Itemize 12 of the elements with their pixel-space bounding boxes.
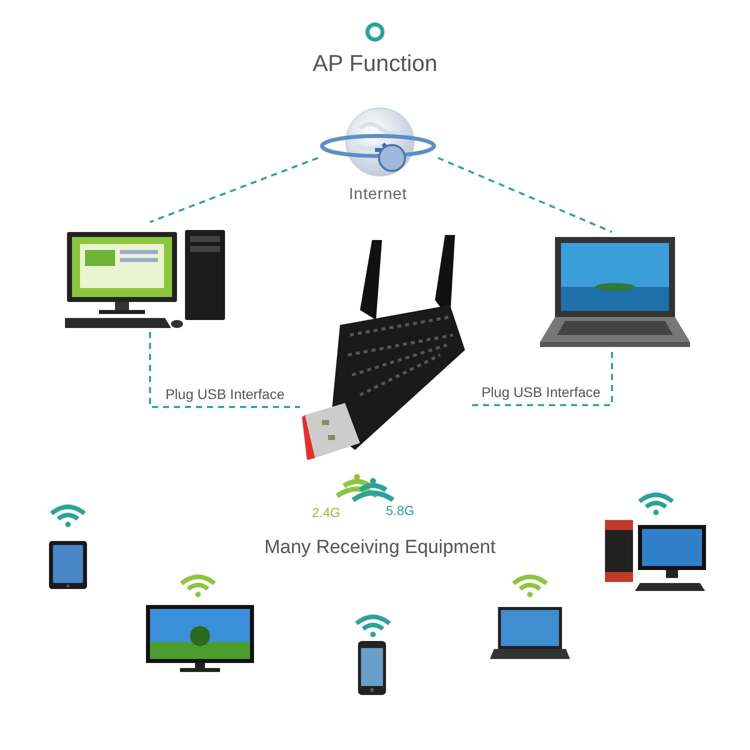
section-heading: Many Receiving Equipment	[263, 537, 497, 559]
dashed-connector	[150, 156, 318, 223]
title: AP Function	[312, 50, 438, 77]
tablet-drawing	[48, 540, 88, 590]
television-drawing	[145, 604, 255, 674]
band-label: 5.8G	[386, 503, 414, 518]
dashed-connector	[470, 352, 613, 406]
dashed-connector	[149, 332, 300, 408]
node-label: Internet	[348, 186, 408, 204]
band-label: 2.4G	[312, 505, 340, 520]
smartphone-drawing	[357, 640, 387, 696]
dashed-connector	[438, 156, 612, 233]
